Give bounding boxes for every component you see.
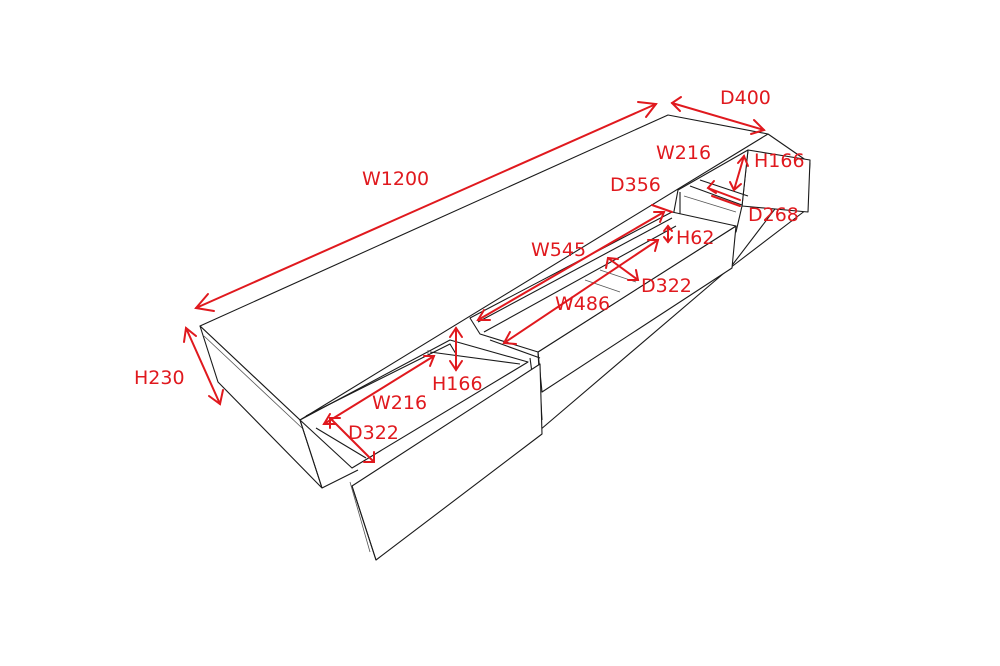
left-drawer-width-label: W216 — [372, 392, 427, 414]
left-drawer-height-arrow — [449, 326, 463, 372]
overall-height-label: H230 — [134, 367, 185, 389]
right-drawer-width-label: W216 — [656, 142, 711, 164]
right-drawer — [671, 149, 811, 233]
left-drawer-depth-label: D322 — [348, 422, 399, 444]
center-drawer — [469, 211, 737, 421]
overall-height-arrow — [183, 326, 224, 406]
overall-width-label: W1200 — [362, 168, 429, 190]
center-open-depth-label: D356 — [610, 174, 661, 196]
left-drawer-width-arrow — [322, 355, 436, 425]
overall-depth-label: D400 — [720, 87, 771, 109]
center-tray-height-label: H62 — [676, 227, 714, 249]
center-drawer-width-arrow — [502, 239, 660, 345]
dimension-arrows — [183, 96, 766, 463]
left-drawer — [299, 339, 543, 561]
center-drawer-width-label: W486 — [555, 293, 610, 315]
dimension-labels: W1200 D400 H230 W216 H166 D268 D356 W545… — [134, 87, 805, 444]
right-drawer-width-arrow — [706, 180, 741, 201]
overall-width-arrow — [194, 101, 658, 312]
right-drawer-height-label: H166 — [754, 150, 805, 172]
center-drawer-depth-arrow — [605, 256, 640, 281]
center-open-depth-arrow — [651, 204, 673, 213]
center-open-width-arrow — [476, 211, 666, 321]
right-drawer-depth-arrow — [711, 195, 741, 207]
center-drawer-box — [469, 211, 737, 353]
right-drawer-height-arrow — [729, 154, 749, 192]
center-open-width-label: W545 — [531, 239, 586, 261]
center-drawer-depth-label: D322 — [641, 275, 692, 297]
right-drawer-depth-label: D268 — [748, 204, 799, 226]
center-tray-height-arrow — [663, 224, 673, 244]
left-drawer-height-label: H166 — [432, 373, 483, 395]
cabinet-body — [199, 114, 811, 489]
overall-depth-arrow — [670, 96, 766, 135]
left-drawer-depth-arrow — [329, 417, 375, 463]
left-drawer-box — [299, 339, 529, 469]
